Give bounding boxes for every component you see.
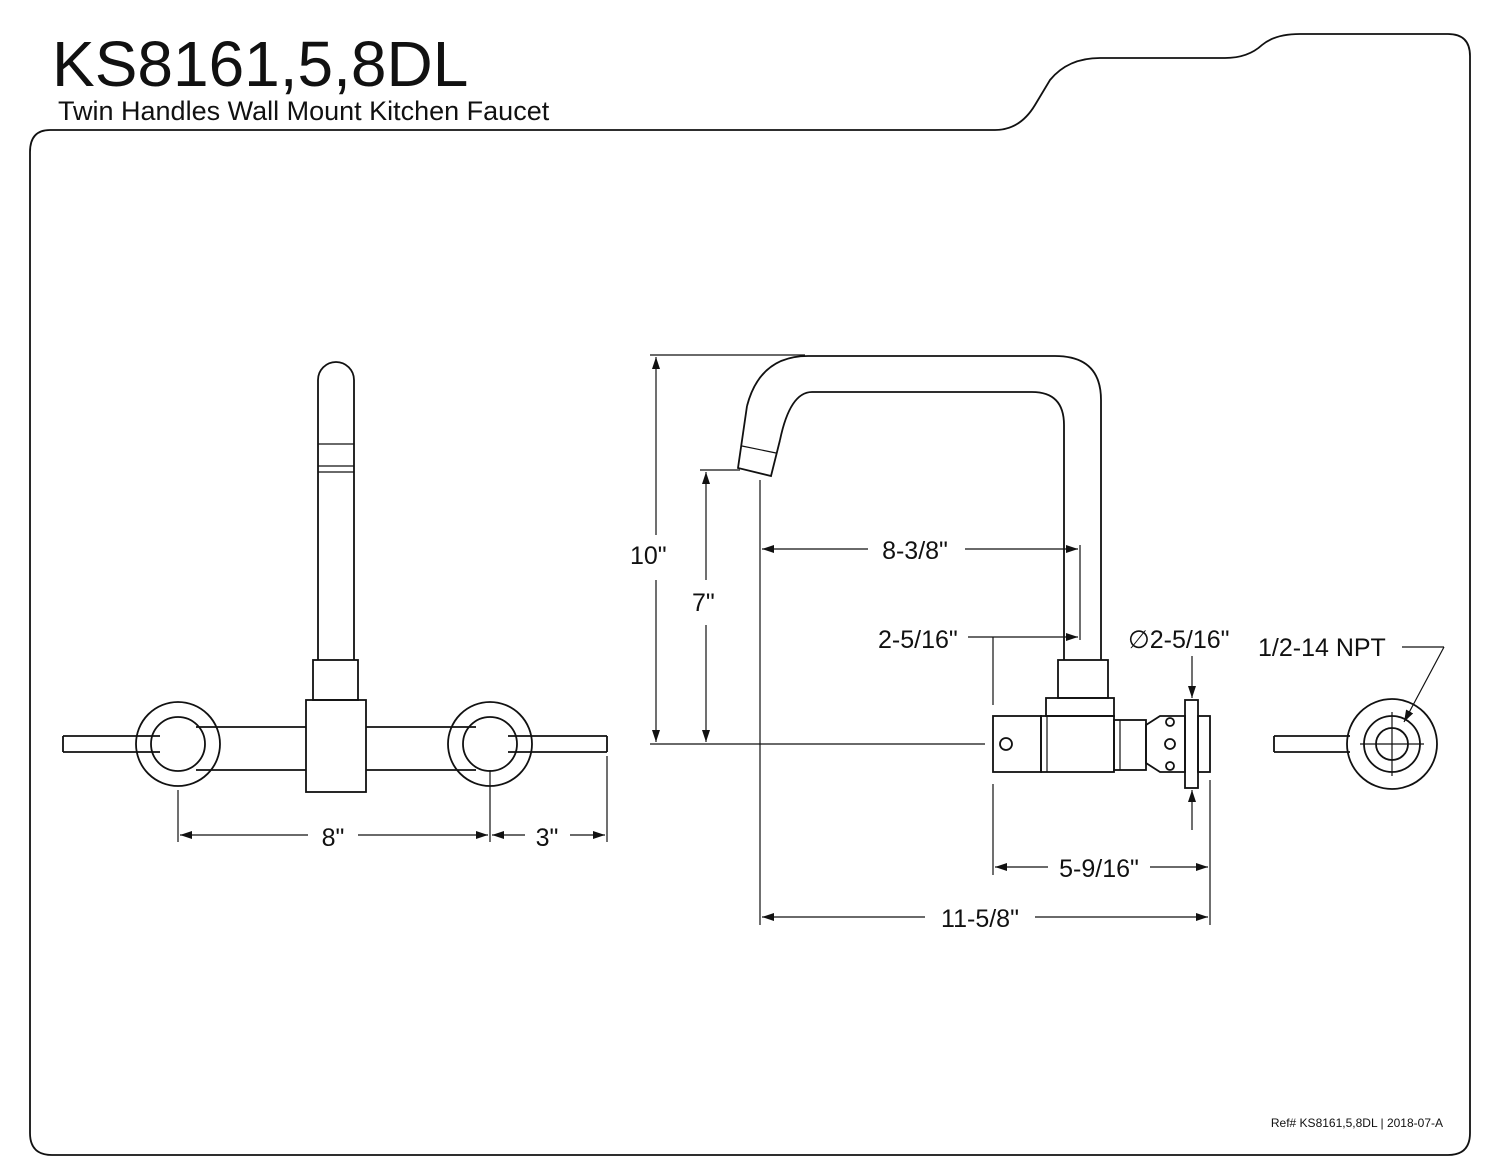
- dim-body-offset: 2-5/16": [878, 626, 958, 654]
- end-view: [1273, 646, 1445, 790]
- dim-thread: 1/2-14 NPT: [1258, 634, 1386, 662]
- model-number-title: KS8161,5,8DL: [52, 28, 468, 100]
- front-dimensions: [177, 756, 608, 842]
- dim-total-height: 10": [630, 542, 667, 570]
- side-view: [736, 355, 1211, 789]
- dim-spout-height: 7": [692, 589, 715, 617]
- dim-wall-projection: 5-9/16": [1059, 855, 1139, 883]
- dim-overall-depth: 11-5/8": [941, 905, 1019, 933]
- dim-flange-diameter: ∅2-5/16": [1128, 626, 1230, 654]
- reference-number: Ref# KS8161,5,8DL | 2018-07-A: [1271, 1116, 1443, 1130]
- page-frame: [29, 33, 1471, 1156]
- dim-spout-reach: 8-3/8": [882, 537, 948, 565]
- dim-handle-reach: 3": [536, 824, 559, 852]
- product-description: Twin Handles Wall Mount Kitchen Faucet: [58, 96, 550, 126]
- side-dimensions: [650, 354, 1211, 925]
- dim-centers: 8": [322, 824, 345, 852]
- front-view: [62, 361, 608, 793]
